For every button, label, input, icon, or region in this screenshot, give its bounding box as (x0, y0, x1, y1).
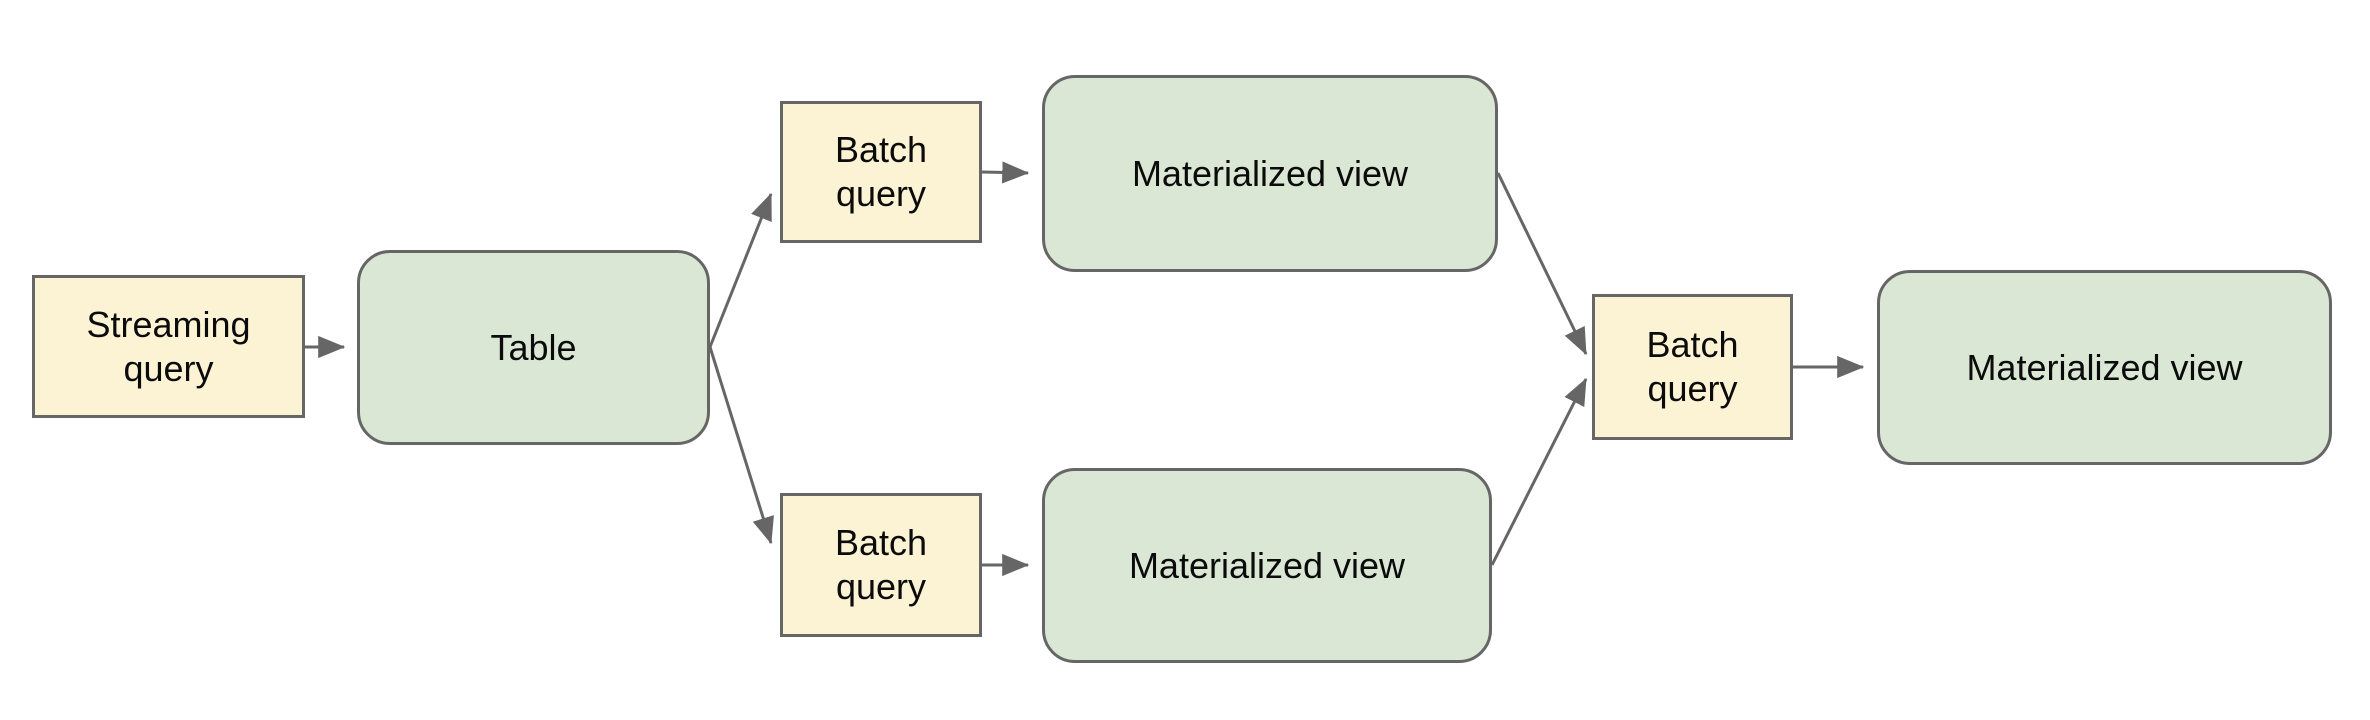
edge-table-to-batch-query-top (708, 192, 773, 348)
node-batch-query-top: Batch query (780, 101, 982, 243)
edge-materialized-view-top-to-batch-query-final (1496, 172, 1588, 356)
node-materialized-view-final: Materialized view (1877, 270, 2332, 465)
edge-batch-query-top-to-materialized-view-top (981, 161, 1030, 184)
node-table-label: Table (490, 326, 577, 368)
edge-table-to-batch-query-bottom (708, 346, 774, 545)
node-streaming-query: Streaming query (32, 275, 305, 418)
node-materialized-view-bottom: Materialized view (1042, 468, 1492, 663)
node-batch-query-bottom-label: Batch query (834, 522, 928, 607)
node-materialized-view-bottom-label: Materialized view (1128, 544, 1406, 586)
node-streaming-query-label: Streaming query (86, 303, 251, 389)
node-batch-query-final-label: Batch query (1646, 324, 1739, 409)
node-batch-query-top-label: Batch query (834, 129, 928, 214)
node-materialized-view-top-label: Materialized view (1131, 152, 1409, 194)
node-batch-query-final: Batch query (1592, 294, 1793, 440)
node-materialized-view-top: Materialized view (1042, 75, 1498, 272)
edge-materialized-view-bottom-to-batch-query-final (1490, 377, 1588, 566)
node-materialized-view-final-label: Materialized view (1966, 346, 2243, 388)
node-batch-query-bottom: Batch query (780, 493, 982, 637)
node-table: Table (357, 250, 710, 445)
